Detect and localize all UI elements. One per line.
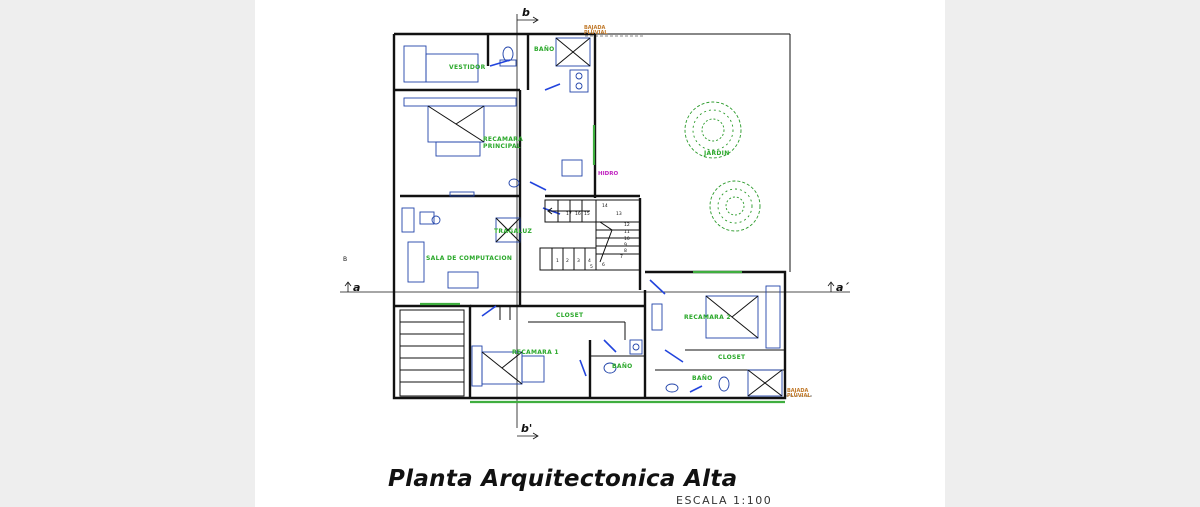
label-tragaluz: TRAGALUZ: [494, 228, 533, 235]
axis-label-b: b: [522, 6, 530, 19]
label-bano-right: BAÑO: [692, 375, 713, 382]
axis-marker-b-bottom: b': [517, 422, 539, 440]
step-11: 11: [624, 229, 630, 235]
axis-label-b-prime: b': [521, 422, 532, 435]
title-block: Planta Arquitectonica Alta ESCALA 1:100: [388, 466, 808, 507]
step-14: 14: [602, 203, 608, 209]
label-pluvial-top: PLUVIAL: [584, 30, 608, 36]
label-pluvial-bottom: PLUVIAL: [787, 393, 811, 399]
exterior-walls: [392, 32, 791, 400]
step-7: 7: [620, 254, 623, 260]
axis-marker-a-right: a´: [827, 281, 849, 294]
step-3: 3: [577, 258, 580, 264]
label-bano-top: BAÑO: [534, 46, 555, 53]
step-9: 9: [624, 242, 627, 248]
garden-plants: [684, 101, 761, 232]
stairs: 17 16 15 14 13 12 11 10 9 8 1 2 3 4 5 6 …: [539, 199, 641, 271]
label-jardin: JARDIN: [703, 150, 730, 157]
label-recamara-1: RECAMARA 1: [512, 349, 559, 356]
step-5: 5: [590, 264, 593, 270]
step-4: 4: [588, 258, 591, 264]
windows: [420, 125, 785, 404]
label-bajada-top: BAJADA: [584, 25, 606, 31]
doors: [481, 59, 703, 393]
axis-label-a: a: [353, 281, 360, 294]
axis-label-a-prime: a´: [836, 281, 849, 294]
step-17: 17: [566, 211, 572, 217]
step-13: 13: [616, 211, 622, 217]
left-stair-block: [399, 309, 465, 397]
label-closet-right: CLOSET: [718, 354, 746, 361]
step-6: 6: [602, 262, 605, 268]
axis-marker-b-top: b: [517, 6, 539, 24]
step-10: 10: [624, 236, 630, 242]
label-bano-mid: BAÑO: [612, 363, 633, 370]
axis-marker-a-left: a: [344, 281, 360, 294]
step-1: 1: [556, 258, 559, 264]
label-recamara-principal-2: PRINCIPAL: [483, 143, 521, 150]
furniture: [399, 37, 783, 397]
drawing-scale: ESCALA 1:100: [676, 494, 773, 507]
label-recamara-principal: RECAMARA: [483, 136, 523, 143]
label-hidro: HIDRO: [598, 171, 618, 177]
step-12: 12: [624, 222, 630, 228]
label-sala-computacion: SALA DE COMPUTACION: [426, 255, 512, 262]
plant-icon: [709, 180, 761, 232]
plant-icon: [684, 101, 742, 159]
label-recamara-2: RECAMARA 2: [684, 314, 731, 321]
label-bajada-bottom: BAJADA: [787, 388, 809, 394]
step-16: 16: [575, 211, 581, 217]
step-8: 8: [624, 248, 627, 254]
drawing-title: Planta Arquitectonica Alta: [388, 466, 738, 492]
label-closet-left: CLOSET: [556, 312, 584, 319]
step-2: 2: [566, 258, 569, 264]
axis-marker-b-letter: B: [343, 256, 347, 263]
step-15: 15: [584, 211, 590, 217]
label-vestidor: VESTIDOR: [449, 64, 486, 71]
